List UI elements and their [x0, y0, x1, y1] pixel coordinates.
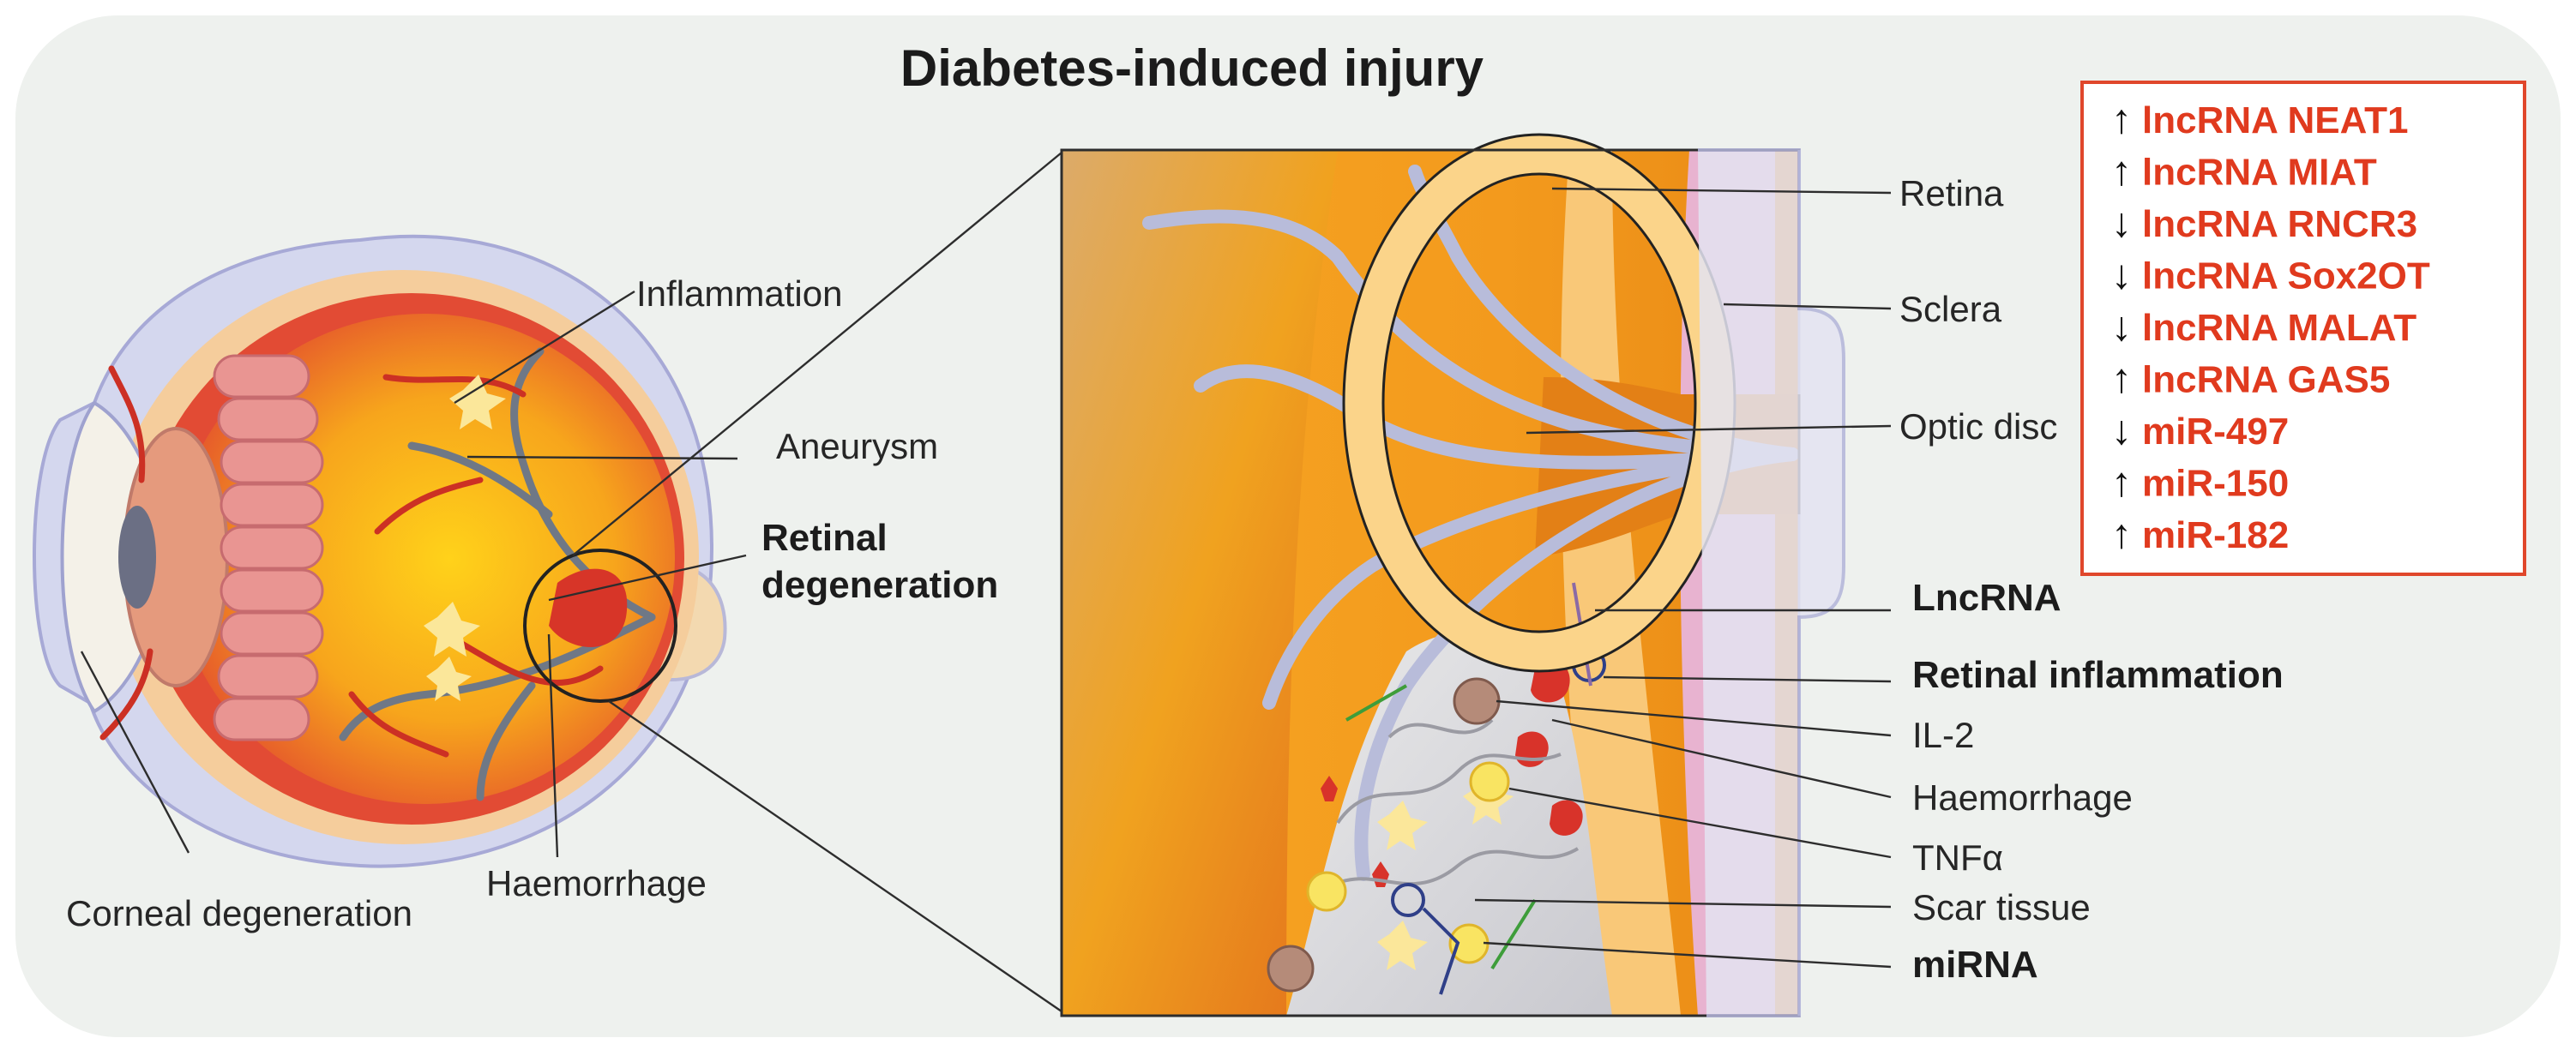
regulation-arrow: ↑: [2111, 460, 2132, 506]
regulation-arrow: ↓: [2111, 201, 2132, 246]
label-optic-disc: Optic disc: [1899, 406, 2057, 447]
label-lncrna: LncRNA: [1912, 577, 2061, 619]
regulation-item-label: lncRNA Sox2OT: [2142, 255, 2430, 297]
label-sclera: Sclera: [1899, 289, 2002, 329]
label-retina: Retina: [1899, 173, 2004, 213]
label-retinal-degeneration-line1: Retinal: [761, 517, 888, 559]
regulation-item-label: lncRNA MIAT: [2142, 152, 2377, 194]
label-il2: IL-2: [1912, 715, 1974, 755]
label-haemorrhage-detail: Haemorrhage: [1912, 777, 2133, 818]
label-aneurysm: Aneurysm: [776, 426, 938, 466]
regulation-arrow: ↓: [2111, 304, 2132, 350]
regulation-item-label: lncRNA GAS5: [2142, 359, 2390, 401]
label-corneal-degeneration: Corneal degeneration: [66, 893, 412, 933]
regulation-item-label: miR-150: [2142, 463, 2289, 505]
retina-detail-illustration: [1060, 133, 1845, 1017]
leader-lines: [80, 187, 1892, 969]
regulation-arrow: ↑: [2111, 357, 2132, 402]
label-retinal-degeneration-line2: degeneration: [761, 564, 998, 606]
regulation-item-label: lncRNA RNCR3: [2142, 203, 2417, 245]
regulation-arrow: ↓: [2111, 253, 2132, 298]
regulation-arrow: ↑: [2111, 512, 2132, 557]
zoom-lines: [572, 152, 1062, 1012]
regulation-item-label: miR-182: [2142, 514, 2289, 556]
regulation-list: ↑lncRNA NEAT1↑lncRNA MIAT↓lncRNA RNCR3↓l…: [2111, 97, 2430, 557]
regulation-item-label: miR-497: [2142, 411, 2289, 453]
regulation-item-label: lncRNA MALAT: [2142, 307, 2417, 349]
regulation-item-label: lncRNA NEAT1: [2142, 99, 2408, 141]
label-retinal-inflammation: Retinal inflammation: [1912, 654, 2284, 696]
label-inflammation: Inflammation: [636, 273, 842, 314]
label-mirna: miRNA: [1912, 944, 2038, 986]
regulation-list-box: ↑lncRNA NEAT1↑lncRNA MIAT↓lncRNA RNCR3↓l…: [2080, 81, 2526, 576]
regulation-list-border: [2080, 81, 2526, 576]
label-tnfa: TNFα: [1912, 837, 2003, 878]
label-haemorrhage-eye: Haemorrhage: [486, 863, 707, 903]
label-scar-tissue: Scar tissue: [1912, 887, 2091, 927]
diagram-title: Diabetes-induced injury: [900, 39, 1484, 97]
regulation-arrow: ↑: [2111, 149, 2132, 195]
regulation-arrow: ↓: [2111, 408, 2132, 453]
eye-illustration: [33, 234, 727, 868]
regulation-arrow: ↑: [2111, 97, 2132, 142]
